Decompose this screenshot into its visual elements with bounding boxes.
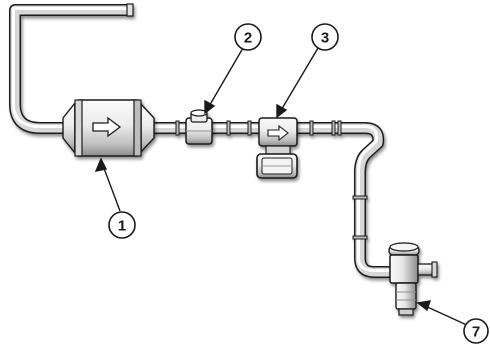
- callout-1: 1: [108, 211, 136, 239]
- filter-drier: [62, 99, 155, 157]
- flow-direction-arrow-icon: [92, 116, 122, 138]
- callout-3: 3: [311, 23, 339, 51]
- valve-flow-arrow-icon: [267, 124, 289, 142]
- callout-7-label: 7: [472, 324, 480, 341]
- refrigerant-pipe-run: [9, 3, 392, 278]
- callout-3-label: 3: [321, 30, 329, 47]
- expansion-valve: [388, 242, 438, 316]
- callout-1-label: 1: [118, 218, 126, 235]
- callout-7: 7: [463, 318, 489, 344]
- sight-glass-fitting: [185, 109, 213, 145]
- solenoid-valve: [256, 117, 298, 179]
- leader-lines: [94, 47, 470, 327]
- callout-2-label: 2: [244, 30, 252, 47]
- pipe-joint-rings: [175, 120, 368, 240]
- callout-2: 2: [234, 23, 262, 51]
